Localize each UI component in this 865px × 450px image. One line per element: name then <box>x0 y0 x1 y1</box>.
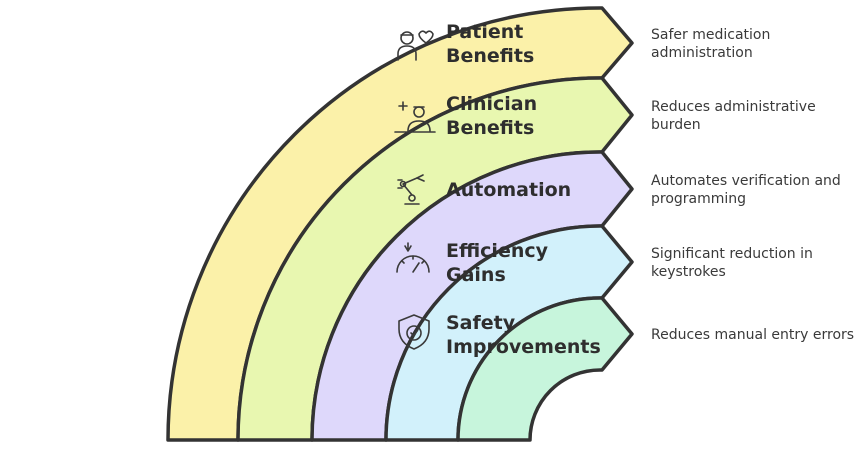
robotic-arm-icon <box>397 174 425 205</box>
band-title-automation: Automation <box>446 179 571 201</box>
speedometer-icon <box>396 242 430 273</box>
band-description-safety: Reduces manual entry errors <box>651 327 854 343</box>
clinician-icon <box>394 101 436 133</box>
shield-check-icon <box>398 314 430 350</box>
patient-heart-icon <box>397 30 434 61</box>
band-safety <box>456 296 634 442</box>
